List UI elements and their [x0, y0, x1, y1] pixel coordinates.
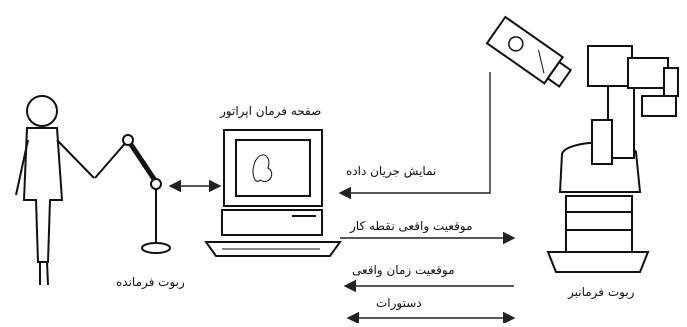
- camera-device: [485, 15, 573, 88]
- operator-computer: [204, 129, 342, 257]
- master-robot-label: ربوت فرمانده: [116, 275, 185, 289]
- slave-robot-label: ربوت فرمانبر: [568, 285, 635, 299]
- task-position-label: موقعیت واقعی نقطه کار: [350, 219, 473, 233]
- human-operator-figure: [15, 95, 95, 286]
- commands-label: دستورات: [376, 296, 422, 310]
- slave-robot: [546, 45, 679, 273]
- data-stream-label: نمایش جریان داده: [346, 164, 437, 178]
- time-position-label: موقعیت زمان واقعی: [352, 263, 455, 277]
- data-stream-line: [338, 72, 491, 200]
- operator-screen-label: صفحه فرمان اپراتور: [220, 104, 322, 118]
- master-robot-arm: [94, 134, 171, 254]
